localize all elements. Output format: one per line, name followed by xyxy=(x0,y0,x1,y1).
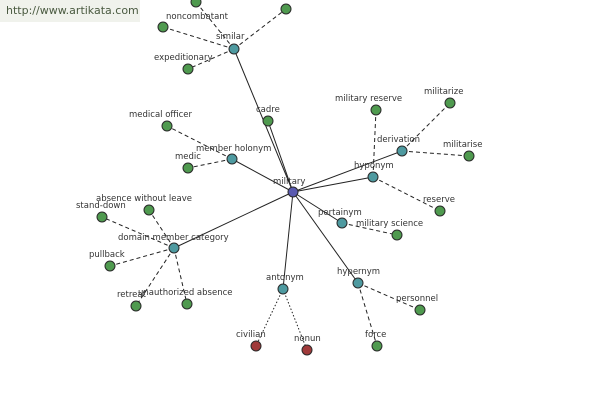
node-military-reserve[interactable] xyxy=(370,104,382,116)
edge-antonym-civilian xyxy=(255,288,284,347)
node-noncombatant[interactable] xyxy=(157,21,169,33)
label-similar: similar xyxy=(216,32,245,42)
edge-hypernym-force xyxy=(357,282,378,347)
edges-layer xyxy=(101,1,470,351)
labels-layer: military similar cadre member holonym deriva… xyxy=(76,12,482,344)
node-military-science[interactable] xyxy=(391,229,403,241)
node-medical-officer[interactable] xyxy=(161,120,173,132)
label-member-holonym: member holonym xyxy=(196,144,271,154)
node-militarise[interactable] xyxy=(463,150,475,162)
label-military: military xyxy=(273,177,305,187)
edge-military-derivation xyxy=(292,150,403,193)
label-pullback: pullback xyxy=(89,250,125,260)
edge-military-hyponym xyxy=(292,176,374,193)
label-military-reserve: military reserve xyxy=(335,94,402,104)
node-medic[interactable] xyxy=(182,162,194,174)
node-hyponym[interactable] xyxy=(367,171,379,183)
label-military-science: military science xyxy=(356,219,423,229)
edge-domain-member-category-absence-without-leave xyxy=(148,209,175,249)
edge-domain-member-category-stand-down xyxy=(101,216,175,249)
label-hypernym: hypernym xyxy=(337,267,380,277)
edge-pertainym-military-science xyxy=(341,222,398,236)
edge-member-holonym-medic xyxy=(187,158,233,169)
node-military[interactable] xyxy=(287,186,299,198)
label-derivation: derivation xyxy=(377,135,420,145)
node-retreat[interactable] xyxy=(130,300,142,312)
label-stand-down: stand-down xyxy=(76,201,126,211)
node-hypernym[interactable] xyxy=(352,277,364,289)
label-domain-member-category: domain member category xyxy=(118,233,229,243)
node-militarize[interactable] xyxy=(444,97,456,109)
label-unauthorized-absence: unauthorized absence xyxy=(138,288,233,298)
edge-similar-noncombatant xyxy=(162,26,235,50)
node-expeditionary[interactable] xyxy=(182,63,194,75)
edge-hyponym-reserve xyxy=(372,176,441,212)
label-absence-without-leave: absence without leave xyxy=(96,194,192,204)
node-top-right-word[interactable] xyxy=(280,3,292,15)
node-domain-member-category[interactable] xyxy=(168,242,180,254)
edge-military-hypernym xyxy=(292,191,359,284)
edge-similar-expeditionary xyxy=(187,48,235,70)
label-expeditionary: expeditionary xyxy=(154,53,213,63)
edge-antonym-nonun xyxy=(282,288,308,351)
node-reserve[interactable] xyxy=(434,205,446,217)
edge-domain-member-category-unauthorized-absence xyxy=(173,247,188,305)
edge-similar-top-left-word xyxy=(195,1,235,50)
label-hyponym: hyponym xyxy=(354,161,394,171)
node-cadre[interactable] xyxy=(262,115,274,127)
node-force[interactable] xyxy=(371,340,383,352)
edge-military-member-holonym xyxy=(231,158,294,193)
node-unauthorized-absence[interactable] xyxy=(181,298,193,310)
label-civilian: civilian xyxy=(236,330,266,340)
edge-derivation-militarise xyxy=(401,150,470,157)
node-stand-down[interactable] xyxy=(96,211,108,223)
label-antonym: antonym xyxy=(266,273,304,283)
node-personnel[interactable] xyxy=(414,304,426,316)
edge-military-pertainym xyxy=(292,191,343,224)
label-retreat: retreat xyxy=(117,290,147,300)
edge-military-cadre xyxy=(267,120,294,193)
node-nonun[interactable] xyxy=(301,344,313,356)
edge-domain-member-category-retreat xyxy=(135,247,175,307)
label-pertainym: pertainym xyxy=(318,208,362,218)
edge-hypernym-personnel xyxy=(357,282,421,311)
edge-similar-top-right-word xyxy=(233,8,287,50)
edge-member-holonym-medical-officer xyxy=(166,125,233,160)
node-absence-without-leave[interactable] xyxy=(143,204,155,216)
label-reserve: reserve xyxy=(423,195,455,205)
label-noncombatant: noncombatant xyxy=(166,12,229,22)
node-pullback[interactable] xyxy=(104,260,116,272)
label-force: force xyxy=(365,330,386,340)
watermark-url[interactable]: http://www.artikata.com xyxy=(0,0,140,22)
label-militarize: militarize xyxy=(424,87,463,97)
label-nonun: nonun xyxy=(294,334,321,344)
node-member-holonym[interactable] xyxy=(226,153,238,165)
node-antonym[interactable] xyxy=(277,283,289,295)
nodes-layer xyxy=(96,0,475,356)
edge-military-domain-member-category xyxy=(173,191,294,249)
edge-military-antonym xyxy=(282,191,294,290)
label-medic: medic xyxy=(175,152,201,162)
label-cadre: cadre xyxy=(256,105,280,115)
node-similar[interactable] xyxy=(228,43,240,55)
node-civilian[interactable] xyxy=(250,340,262,352)
label-personnel: personnel xyxy=(396,294,438,304)
node-top-left-word[interactable] xyxy=(190,0,202,8)
label-medical-officer: medical officer xyxy=(129,110,193,120)
node-pertainym[interactable] xyxy=(336,217,348,229)
node-derivation[interactable] xyxy=(396,145,408,157)
edge-derivation-militarize xyxy=(401,102,451,152)
label-militarise: militarise xyxy=(443,140,482,150)
